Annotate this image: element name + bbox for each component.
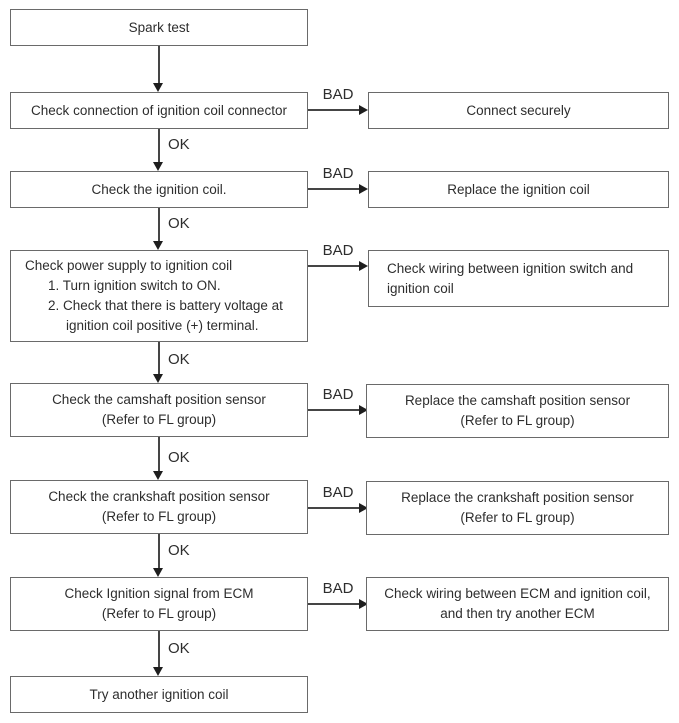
right-arrowhead-6 bbox=[359, 598, 368, 609]
down-arrowhead-2 bbox=[153, 162, 164, 171]
node-try-another-label: Try another ignition coil bbox=[89, 686, 229, 702]
ok-label-2: OK bbox=[168, 215, 190, 232]
node-replace-camshaft-line2: (Refer to FL group) bbox=[460, 413, 575, 428]
node-camshaft-line1: Check the camshaft position sensor bbox=[52, 392, 266, 407]
down-arrowhead-5 bbox=[153, 471, 164, 480]
node-connect-securely-label: Connect securely bbox=[466, 102, 571, 118]
ok-label-1: OK bbox=[168, 136, 190, 153]
node-replace-crankshaft-line2: (Refer to FL group) bbox=[460, 510, 575, 525]
node-wiring-ecm: Check wiring between ECM and ignition co… bbox=[366, 577, 669, 631]
down-arrowhead-6 bbox=[153, 568, 164, 577]
node-check-ignition-coil-label: Check the ignition coil. bbox=[91, 181, 227, 197]
ok-label-3: OK bbox=[168, 351, 190, 368]
down-arrowhead-3 bbox=[153, 241, 164, 250]
node-wiring-switch-line2: ignition coil bbox=[387, 280, 454, 296]
down-arrowhead-4 bbox=[153, 374, 164, 383]
node-ecm-line1: Check Ignition signal from ECM bbox=[64, 586, 254, 601]
bad-arrow-line-5 bbox=[308, 507, 360, 509]
bad-arrow-line-6 bbox=[308, 603, 360, 605]
node-wiring-switch: Check wiring between ignition switch and… bbox=[368, 250, 669, 307]
ok-label-4: OK bbox=[168, 449, 190, 466]
node-wiring-ecm-line1: Check wiring between ECM and ignition co… bbox=[384, 586, 651, 601]
connector-line-1 bbox=[158, 46, 160, 83]
right-arrowhead-2 bbox=[359, 183, 368, 194]
node-replace-crankshaft: Replace the crankshaft position sensor (… bbox=[366, 481, 669, 535]
node-ecm-line2: (Refer to FL group) bbox=[101, 606, 217, 621]
node-wiring-ecm-line2: and then try another ECM bbox=[440, 606, 595, 621]
node-check-connection-label: Check connection of ignition coil connec… bbox=[31, 102, 287, 118]
node-power-supply-line3: 2. Check that there is battery voltage a… bbox=[48, 298, 283, 313]
node-spark-test: Spark test bbox=[10, 9, 308, 46]
node-replace-ignition-coil-label: Replace the ignition coil bbox=[447, 181, 590, 197]
ok-label-5: OK bbox=[168, 542, 190, 559]
bad-label-5: BAD bbox=[322, 484, 354, 501]
node-try-another: Try another ignition coil bbox=[10, 676, 308, 713]
connector-line-5 bbox=[158, 437, 160, 471]
bad-label-1: BAD bbox=[322, 86, 354, 103]
bad-arrow-line-3 bbox=[308, 265, 360, 267]
node-crankshaft-line1: Check the crankshaft position sensor bbox=[48, 489, 270, 504]
node-connect-securely: Connect securely bbox=[368, 92, 669, 129]
right-arrowhead-1 bbox=[359, 104, 368, 115]
node-power-supply-line4: ignition coil positive (+) terminal. bbox=[66, 318, 259, 333]
bad-arrow-line-2 bbox=[308, 188, 360, 190]
node-check-connection: Check connection of ignition coil connec… bbox=[10, 92, 308, 129]
right-arrowhead-3 bbox=[359, 260, 368, 271]
bad-label-2: BAD bbox=[322, 165, 354, 182]
node-ecm: Check Ignition signal from ECM (Refer to… bbox=[10, 577, 308, 631]
bad-label-6: BAD bbox=[322, 580, 354, 597]
node-wiring-switch-line1: Check wiring between ignition switch and bbox=[387, 260, 634, 276]
connector-line-3 bbox=[158, 208, 160, 241]
node-power-supply-line2: 1. Turn ignition switch to ON. bbox=[48, 278, 221, 293]
down-arrowhead-1 bbox=[153, 83, 164, 92]
down-arrowhead-7 bbox=[153, 667, 164, 676]
node-power-supply: Check power supply to ignition coil 1. T… bbox=[10, 250, 308, 342]
node-spark-test-label: Spark test bbox=[128, 19, 190, 35]
right-arrowhead-5 bbox=[359, 502, 368, 513]
connector-line-6 bbox=[158, 534, 160, 568]
node-camshaft: Check the camshaft position sensor (Refe… bbox=[10, 383, 308, 437]
bad-label-4: BAD bbox=[322, 386, 354, 403]
bad-label-3: BAD bbox=[322, 242, 354, 259]
right-arrowhead-4 bbox=[359, 404, 368, 415]
node-replace-crankshaft-line1: Replace the crankshaft position sensor bbox=[401, 490, 634, 505]
bad-arrow-line-1 bbox=[308, 109, 360, 111]
connector-line-2 bbox=[158, 129, 160, 162]
connector-line-7 bbox=[158, 631, 160, 667]
node-crankshaft-line2: (Refer to FL group) bbox=[101, 509, 217, 524]
ok-label-6: OK bbox=[168, 640, 190, 657]
node-camshaft-line2: (Refer to FL group) bbox=[101, 412, 217, 427]
node-power-supply-line1: Check power supply to ignition coil bbox=[25, 258, 233, 273]
node-crankshaft: Check the crankshaft position sensor (Re… bbox=[10, 480, 308, 534]
node-check-ignition-coil: Check the ignition coil. bbox=[10, 171, 308, 208]
connector-line-4 bbox=[158, 342, 160, 374]
node-replace-camshaft: Replace the camshaft position sensor (Re… bbox=[366, 384, 669, 438]
node-replace-ignition-coil: Replace the ignition coil bbox=[368, 171, 669, 208]
node-replace-camshaft-line1: Replace the camshaft position sensor bbox=[404, 393, 631, 408]
bad-arrow-line-4 bbox=[308, 409, 360, 411]
